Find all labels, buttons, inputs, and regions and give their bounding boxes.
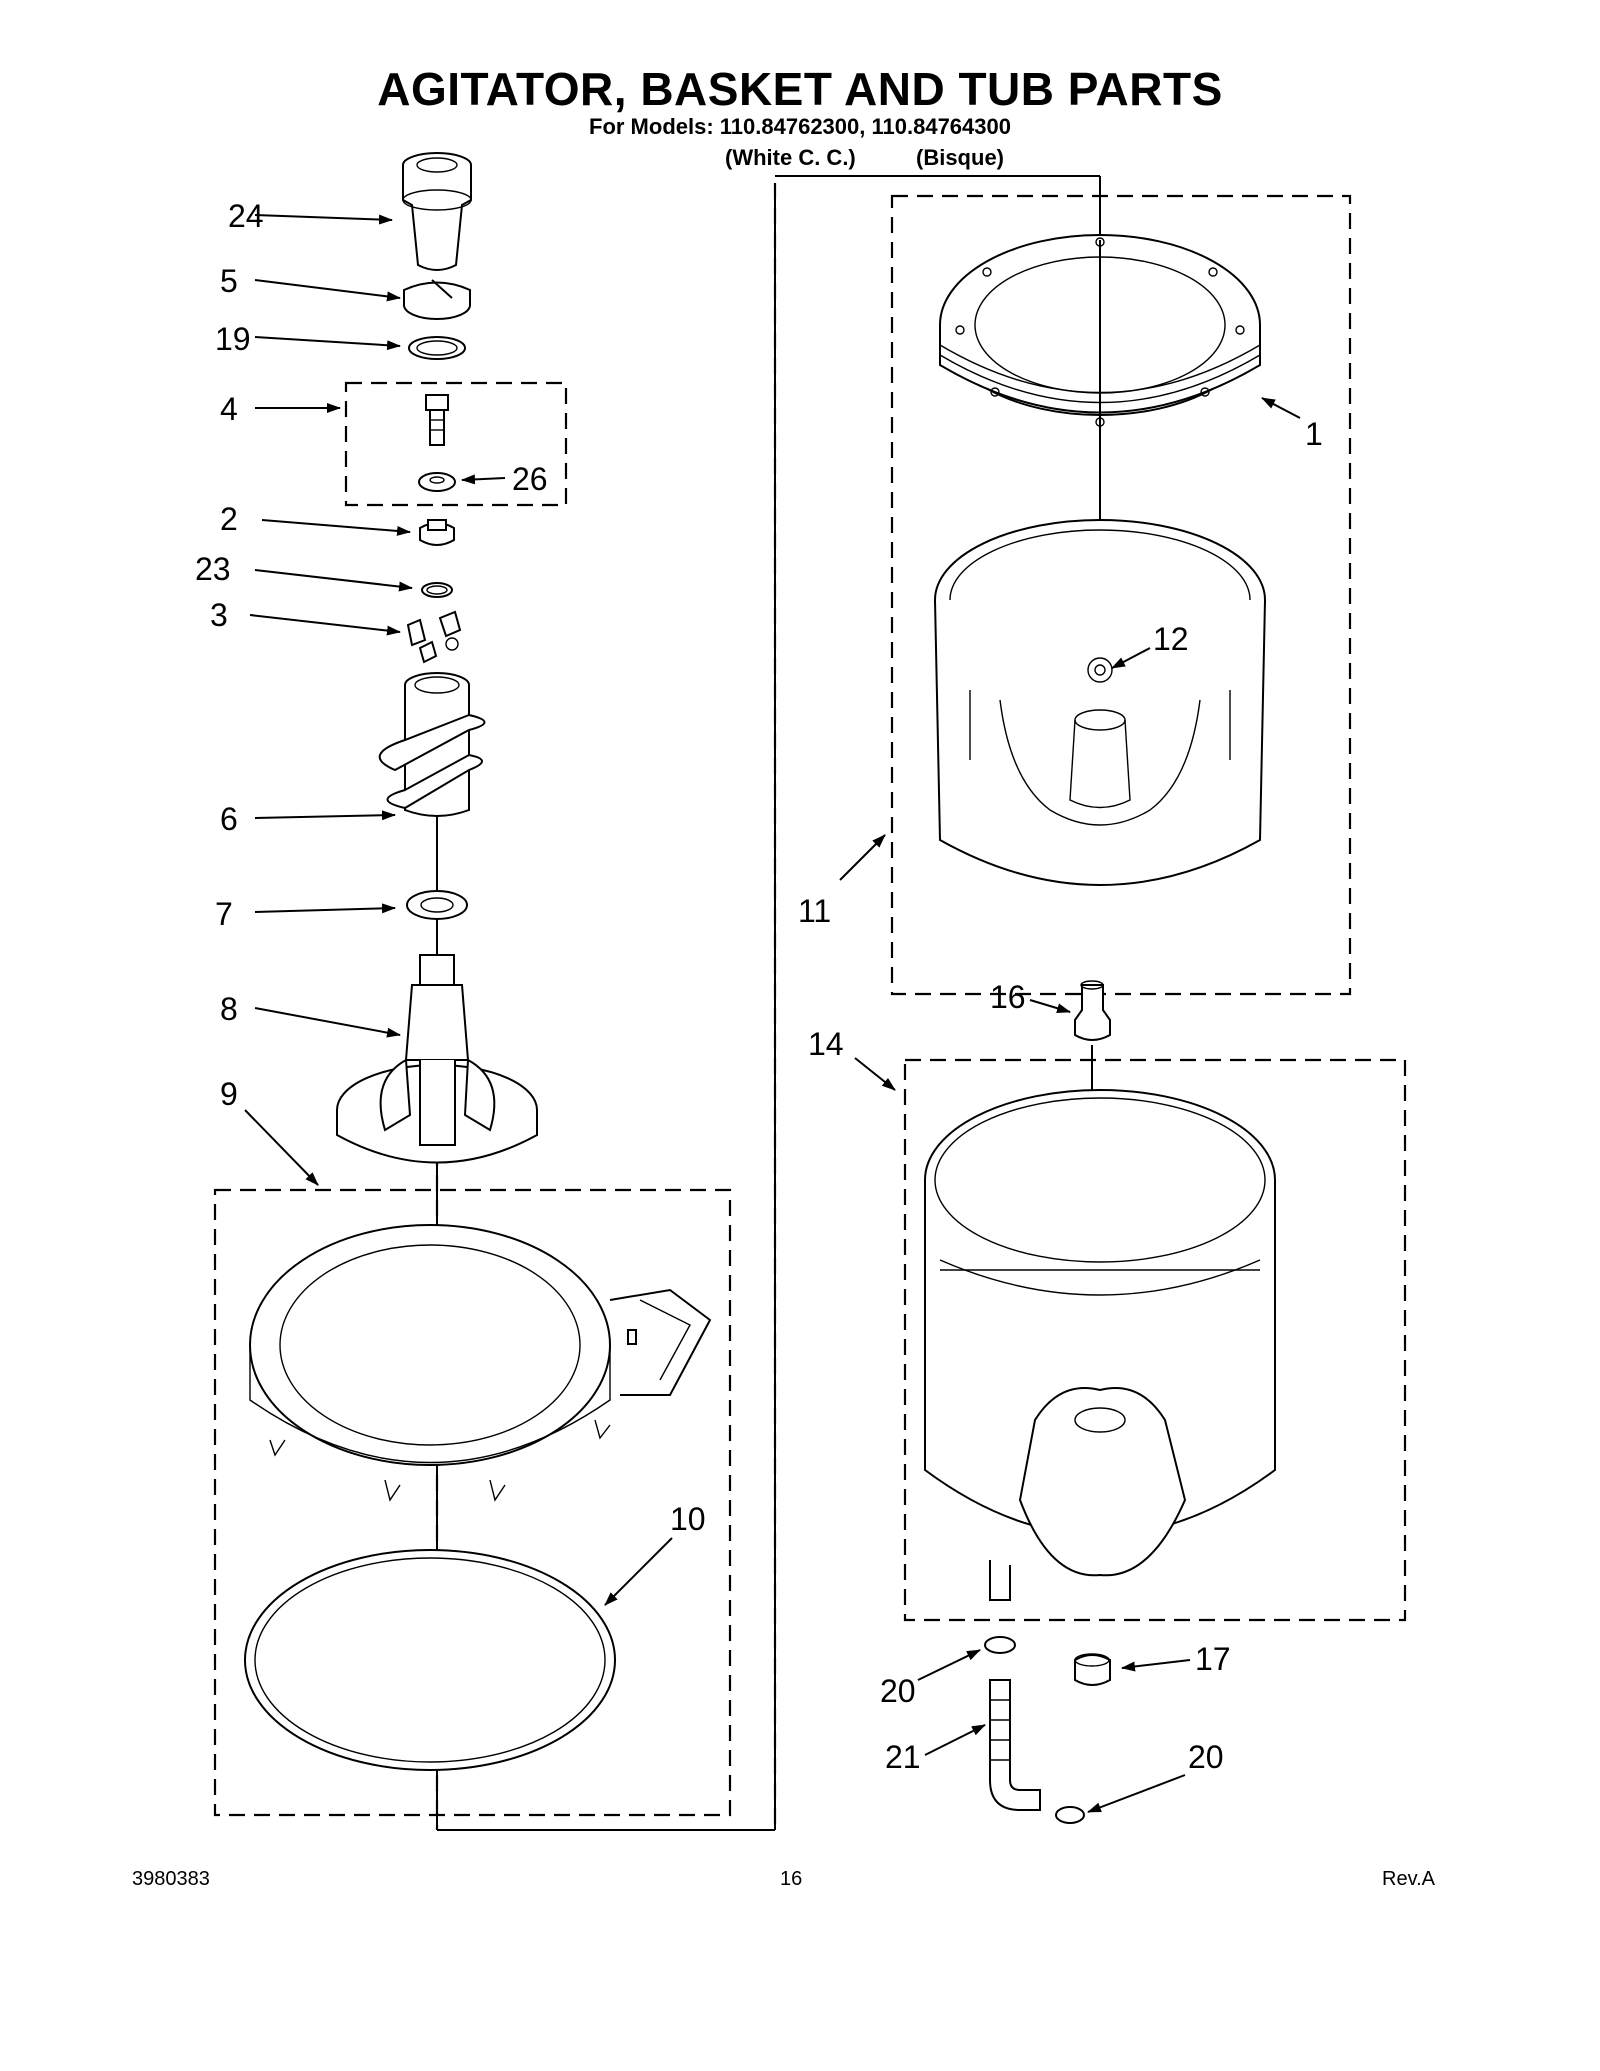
- callout-5: 5: [220, 263, 238, 299]
- callout-6: 6: [220, 801, 238, 837]
- part-4-bolt: [425, 394, 449, 446]
- part-24-cap: [402, 152, 472, 271]
- leader-lines: [244, 214, 1301, 1813]
- callout-9: 9: [220, 1076, 238, 1112]
- callout-17: 17: [1195, 1641, 1231, 1677]
- document-number: 3980383: [132, 1868, 210, 1890]
- part-17-plug: [1074, 1653, 1111, 1686]
- group-box-14: [903, 1058, 1407, 1622]
- part-6-auger: [378, 672, 486, 817]
- group-box-11: [890, 194, 1352, 996]
- callout-8: 8: [220, 991, 238, 1027]
- variant-bisque: (Bisque): [916, 145, 1004, 170]
- callout-14: 14: [808, 1026, 844, 1062]
- part-5-clip: [403, 279, 471, 320]
- callout-24: 24: [228, 198, 264, 234]
- group-box-4: [344, 381, 568, 507]
- part-20-clamp-lower: [1055, 1806, 1085, 1824]
- group-box-9: [213, 1188, 732, 1817]
- callout-21: 21: [885, 1739, 921, 1775]
- part-16-cap: [1074, 980, 1111, 1041]
- callout-3: 3: [210, 597, 228, 633]
- part-11-basket: [934, 519, 1266, 886]
- part-20-clamp-upper: [984, 1636, 1016, 1654]
- part-8-agitator: [336, 954, 538, 1164]
- part-14-outer-tub: [924, 1089, 1276, 1601]
- revision-label: Rev.A: [1382, 1868, 1435, 1890]
- callout-7: 7: [215, 896, 233, 932]
- callout-11: 11: [798, 893, 831, 929]
- callout-10: 10: [670, 1501, 706, 1537]
- part-9-tub-ring: [249, 1224, 712, 1502]
- part-3-dogs: [406, 610, 462, 664]
- callout-16: 16: [990, 979, 1026, 1015]
- page-title: AGITATOR, BASKET AND TUB PARTS: [377, 63, 1223, 115]
- callout-19: 19: [215, 321, 251, 357]
- part-19-ring: [408, 336, 466, 360]
- part-7-bearing: [406, 890, 468, 920]
- callout-26: 26: [512, 461, 548, 497]
- callout-4: 4: [220, 391, 238, 427]
- part-10-seal: [244, 1549, 616, 1771]
- part-26-washer: [418, 472, 456, 492]
- page-number: 16: [780, 1868, 803, 1890]
- callout-23: 23: [195, 551, 231, 587]
- part-21-hose: [989, 1679, 1041, 1811]
- model-numbers: For Models: 110.84762300, 110.84764300: [589, 114, 1011, 139]
- part-2-cam: [419, 519, 455, 546]
- callout-2: 2: [220, 501, 238, 537]
- callout-12: 12: [1153, 621, 1189, 657]
- callout-1: 1: [1305, 416, 1323, 452]
- part-23-ring: [421, 582, 453, 598]
- callout-20-upper: 20: [880, 1673, 916, 1709]
- callout-20-lower: 20: [1188, 1739, 1224, 1775]
- variant-white: (White C. C.): [725, 145, 856, 170]
